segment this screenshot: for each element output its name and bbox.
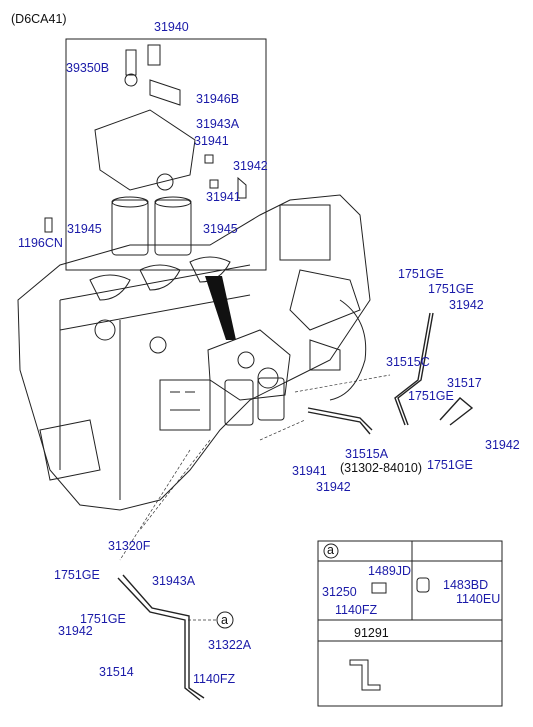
table-header-symbol: a [327,543,334,557]
table-part-label[interactable]: 1483BD [443,578,489,592]
table-part-label[interactable]: 1140FZ [335,603,378,617]
part-label[interactable]: 31320F [108,539,151,553]
part-label[interactable]: 31515A [345,447,389,461]
parts-table-grid [216,540,503,707]
part-label[interactable]: 31942 [233,159,268,173]
part-label[interactable]: 31941 [194,134,229,148]
inset-group-number: 31940 [154,20,189,34]
inset-parts [44,44,247,256]
part-label[interactable]: 31946B [196,92,240,106]
part-label[interactable]: 31945 [203,222,238,236]
part-label[interactable]: 31941 [206,190,241,204]
table-part-label[interactable]: 1489JD [368,564,412,578]
part-label[interactable]: 31943A [196,117,240,131]
part-label[interactable]: 1751GE [398,267,444,281]
table-part-label[interactable]: 91291 [354,626,389,640]
part-label[interactable]: 31942 [485,438,520,452]
part-label[interactable]: 31945 [67,222,102,236]
part-label[interactable]: 1751GE [54,568,100,582]
part-label[interactable]: 39350B [66,61,110,75]
part-label[interactable]: 1751GE [427,458,473,472]
mounted-filter-housing [207,329,291,426]
table-part-label[interactable]: 1140EU [456,592,501,606]
callout-a[interactable]: a [221,613,228,627]
part-label[interactable]: 31942 [449,298,484,312]
pipes [117,312,474,701]
part-label[interactable]: 1751GE [428,282,474,296]
model-code: (D6CA41) [11,12,67,26]
part-label[interactable]: 31515C [386,355,430,369]
part-label[interactable]: 31517 [447,376,482,390]
part-label[interactable]: 31942 [58,624,93,638]
leader-lines [119,374,391,621]
part-label[interactable]: 1751GE [408,389,454,403]
part-label[interactable]: 1751GE [80,612,126,626]
part-label[interactable]: 31942 [316,480,351,494]
indicator-arrow [205,276,236,340]
inset-box [65,38,267,271]
engine-block [17,194,371,511]
part-label[interactable]: 31943A [152,574,196,588]
part-label[interactable]: 31941 [292,464,327,478]
table-part-label[interactable]: 31250 [322,585,357,599]
part-label[interactable]: 31322A [208,638,252,652]
part-label[interactable]: 1196CN [18,236,63,250]
part-label-reference: (31302-84010) [340,461,423,475]
part-label[interactable]: 1140FZ [193,672,236,686]
part-label[interactable]: 31514 [99,665,134,679]
